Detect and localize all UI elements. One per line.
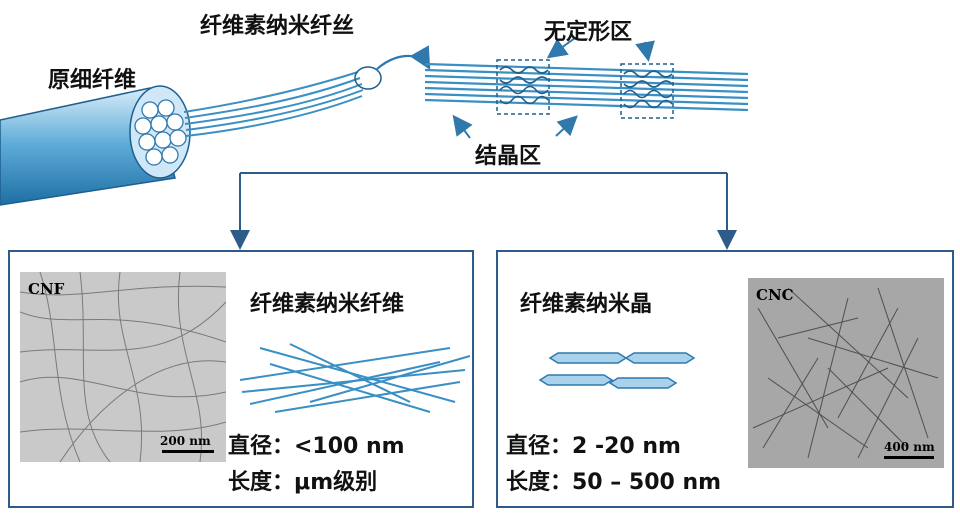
cnc-scale-bar [884, 456, 934, 459]
cnc-rod-texture [752, 287, 939, 459]
amorphous-region-label: 无定形区 [544, 20, 633, 45]
cnf-micrograph-label: CNF [28, 280, 65, 298]
nanofibril-bundle-illustration [424, 59, 749, 119]
crystalline-region-label: 结晶区 [475, 144, 542, 169]
cnc-micrograph-label: CNC [756, 286, 794, 304]
cnf-title: 纤维素纳米纤维 [250, 292, 405, 317]
cnf-length: 长度：μm级别 [228, 470, 378, 495]
cnf-diameter: 直径：<100 nm [228, 434, 405, 459]
cnc-crystals-illustration [538, 352, 696, 389]
cnf-fibers-illustration [239, 343, 471, 413]
amorphous-box-right [620, 63, 674, 119]
cnc-length: 长度：50 – 500 nm [506, 470, 722, 495]
cnf-fiber-network [20, 272, 226, 462]
crystalline-arrow-right [555, 115, 578, 137]
cnf-micrograph: CNF 200 nm [20, 272, 226, 462]
cnc-panel: 纤维素纳米晶 CNC 400 nm 直径：2 -20 nm 长度：50 – 50… [496, 250, 954, 508]
raw-fiber-illustration [0, 66, 382, 206]
cnf-panel: CNF 200 nm 纤维素纳米纤维 直径：<100 nm 长度：μm级别 [8, 250, 474, 508]
amorphous-box-left [496, 59, 550, 115]
branch-connector [230, 172, 737, 250]
cnc-micrograph: CNC 400 nm [748, 278, 944, 468]
cnc-title: 纤维素纳米晶 [520, 292, 653, 317]
amorphous-arrow-left [546, 37, 576, 59]
cnc-scale-label: 400 nm [884, 440, 935, 454]
zoom-arrow [375, 45, 431, 71]
crystalline-arrow-left [452, 114, 473, 139]
raw-fiber-label: 原细纤维 [48, 68, 137, 93]
cnf-scale-bar [162, 450, 214, 453]
amorphous-arrow-right [635, 40, 655, 62]
nanofiber-bundle-label: 纤维素纳米纤丝 [200, 14, 355, 39]
cnf-scale-label: 200 nm [160, 434, 211, 448]
cnc-diameter: 直径：2 -20 nm [506, 434, 681, 459]
